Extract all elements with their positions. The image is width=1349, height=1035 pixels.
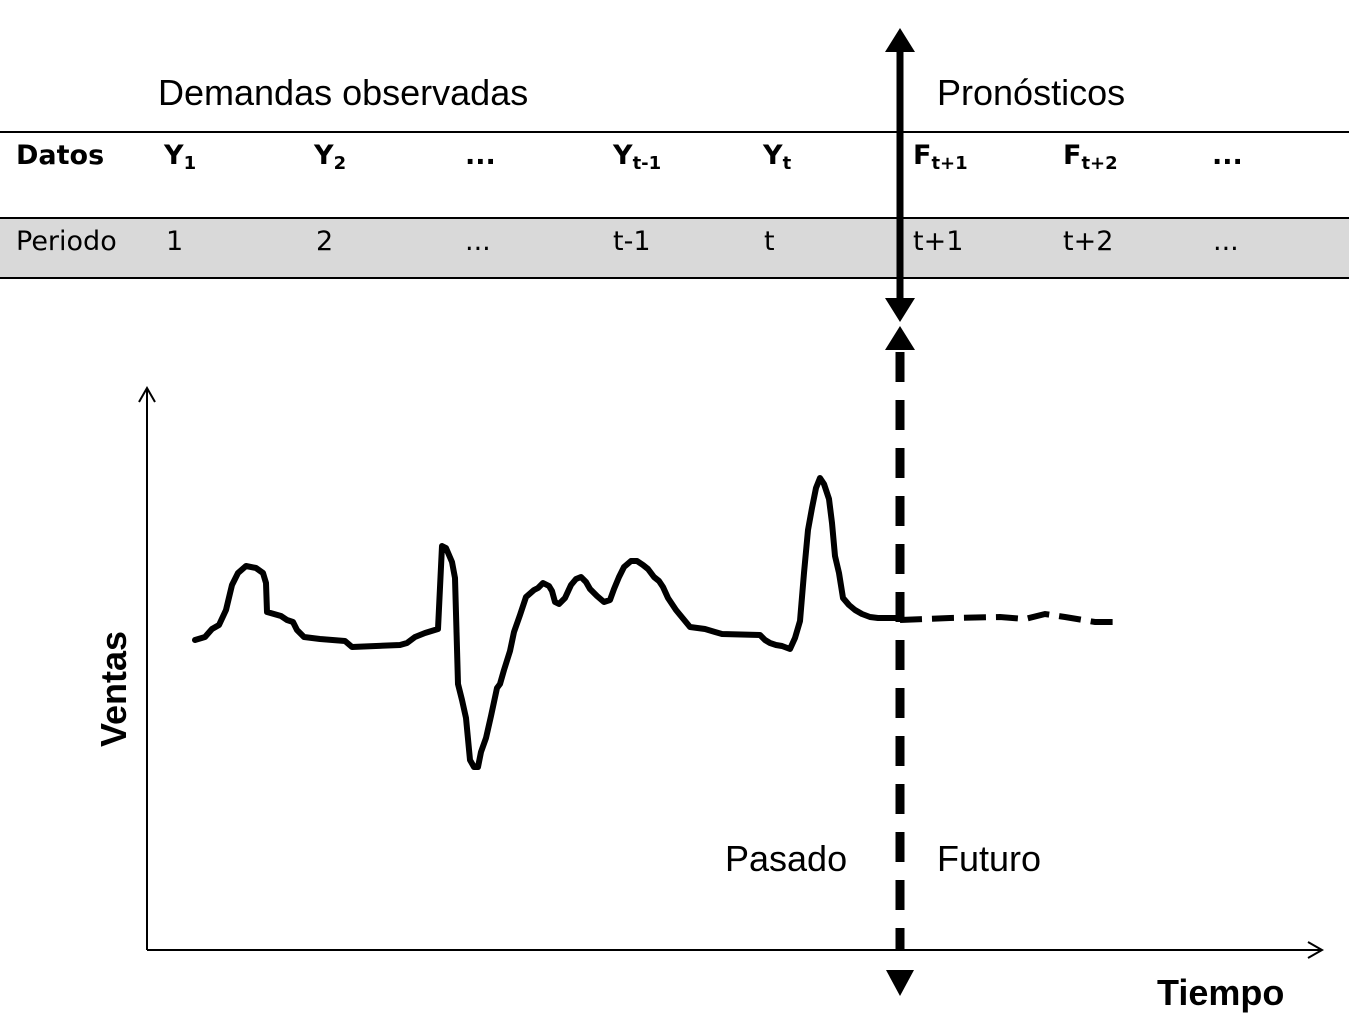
divider-top-arrowhead [885,28,915,52]
data-cell: Y2 [314,140,347,174]
data-cell: Ft+2 [1063,140,1118,174]
period-cell: ... [1213,226,1239,257]
past-label: Pasado [725,838,848,879]
table-top-border [0,131,1349,133]
forecasts-title: Pronósticos [937,72,1126,113]
period-cell: t+2 [1063,226,1114,257]
data-row-label: Datos [16,140,105,171]
future-label: Futuro [937,838,1042,879]
data-cell: Yt-1 [613,140,662,174]
y-axis-label: Ventas [93,630,135,748]
period-row-label: Periodo [16,226,117,257]
period-cell: ... [465,226,491,257]
observed-sales-line [192,475,903,770]
x-axis-arrowhead [1307,941,1325,959]
data-cell: Yt [763,140,792,174]
observed-demands-title: Demandas observadas [158,72,529,113]
y-axis-arrowhead [138,385,156,403]
period-cell: 1 [166,226,184,257]
data-cell: ... [465,140,496,171]
period-cell: t-1 [613,226,651,257]
forecast-sales-line [899,610,1116,625]
period-cell: 2 [316,226,334,257]
data-cell: Ft+1 [913,140,968,174]
divider-bottom-arrowhead [885,298,915,322]
table-middle-border [0,217,1349,219]
data-cell: Y1 [164,140,197,174]
period-cell: t [764,226,775,257]
period-cell: t+1 [913,226,964,257]
dashed-divider-bottom-arrowhead [886,970,914,996]
table-bottom-border [0,277,1349,279]
data-cell: ... [1212,140,1243,171]
dashed-divider-top-arrowhead [885,326,915,350]
x-axis-label: Tiempo [1157,972,1285,1013]
period-row-band [0,218,1349,278]
